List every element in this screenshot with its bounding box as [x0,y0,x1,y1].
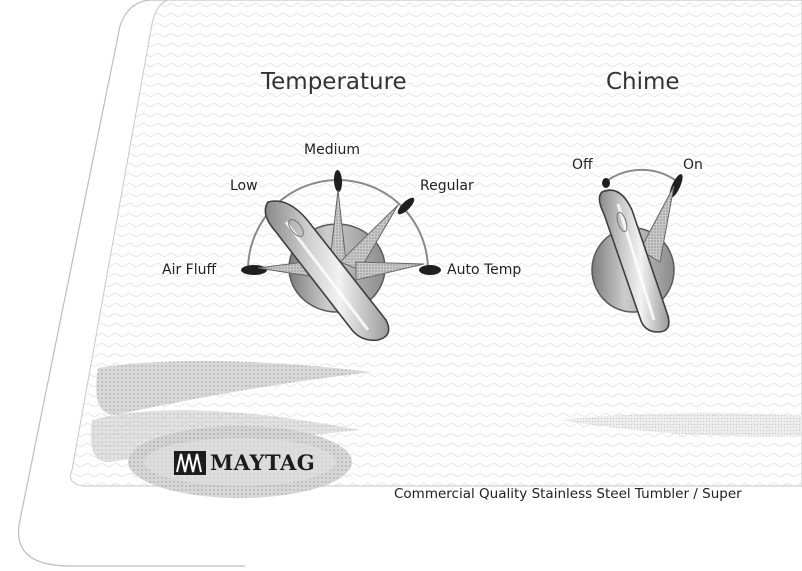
setting-low[interactable]: Low [230,178,258,194]
setting-regular[interactable]: Regular [420,178,474,194]
panel-swoosh-right [560,412,802,437]
chime-title: Chime [606,69,680,95]
setting-air-fluff[interactable]: Air Fluff [162,262,217,278]
panel-swoosh-upper [96,360,372,415]
medium-indicator [333,170,343,192]
auto-temp-indicator [419,265,441,275]
brand-wordmark: MAYTAG [210,450,316,475]
maytag-logo-icon [128,426,352,498]
regular-indicator [397,197,415,215]
tagline: Commercial Quality Stainless Steel Tumbl… [394,488,742,502]
setting-auto-temp[interactable]: Auto Temp [447,262,522,278]
chime-knob-icon [591,168,683,333]
panel-outer-edge [18,0,802,567]
air-fluff-indicator [241,265,267,275]
setting-chime-on[interactable]: On [683,157,703,173]
setting-chime-off[interactable]: Off [572,157,593,173]
temperature-title: Temperature [261,69,407,95]
setting-medium[interactable]: Medium [304,142,360,158]
chime-arc [602,168,676,185]
off-indicator [602,178,610,188]
temperature-knob-icon [241,170,441,342]
